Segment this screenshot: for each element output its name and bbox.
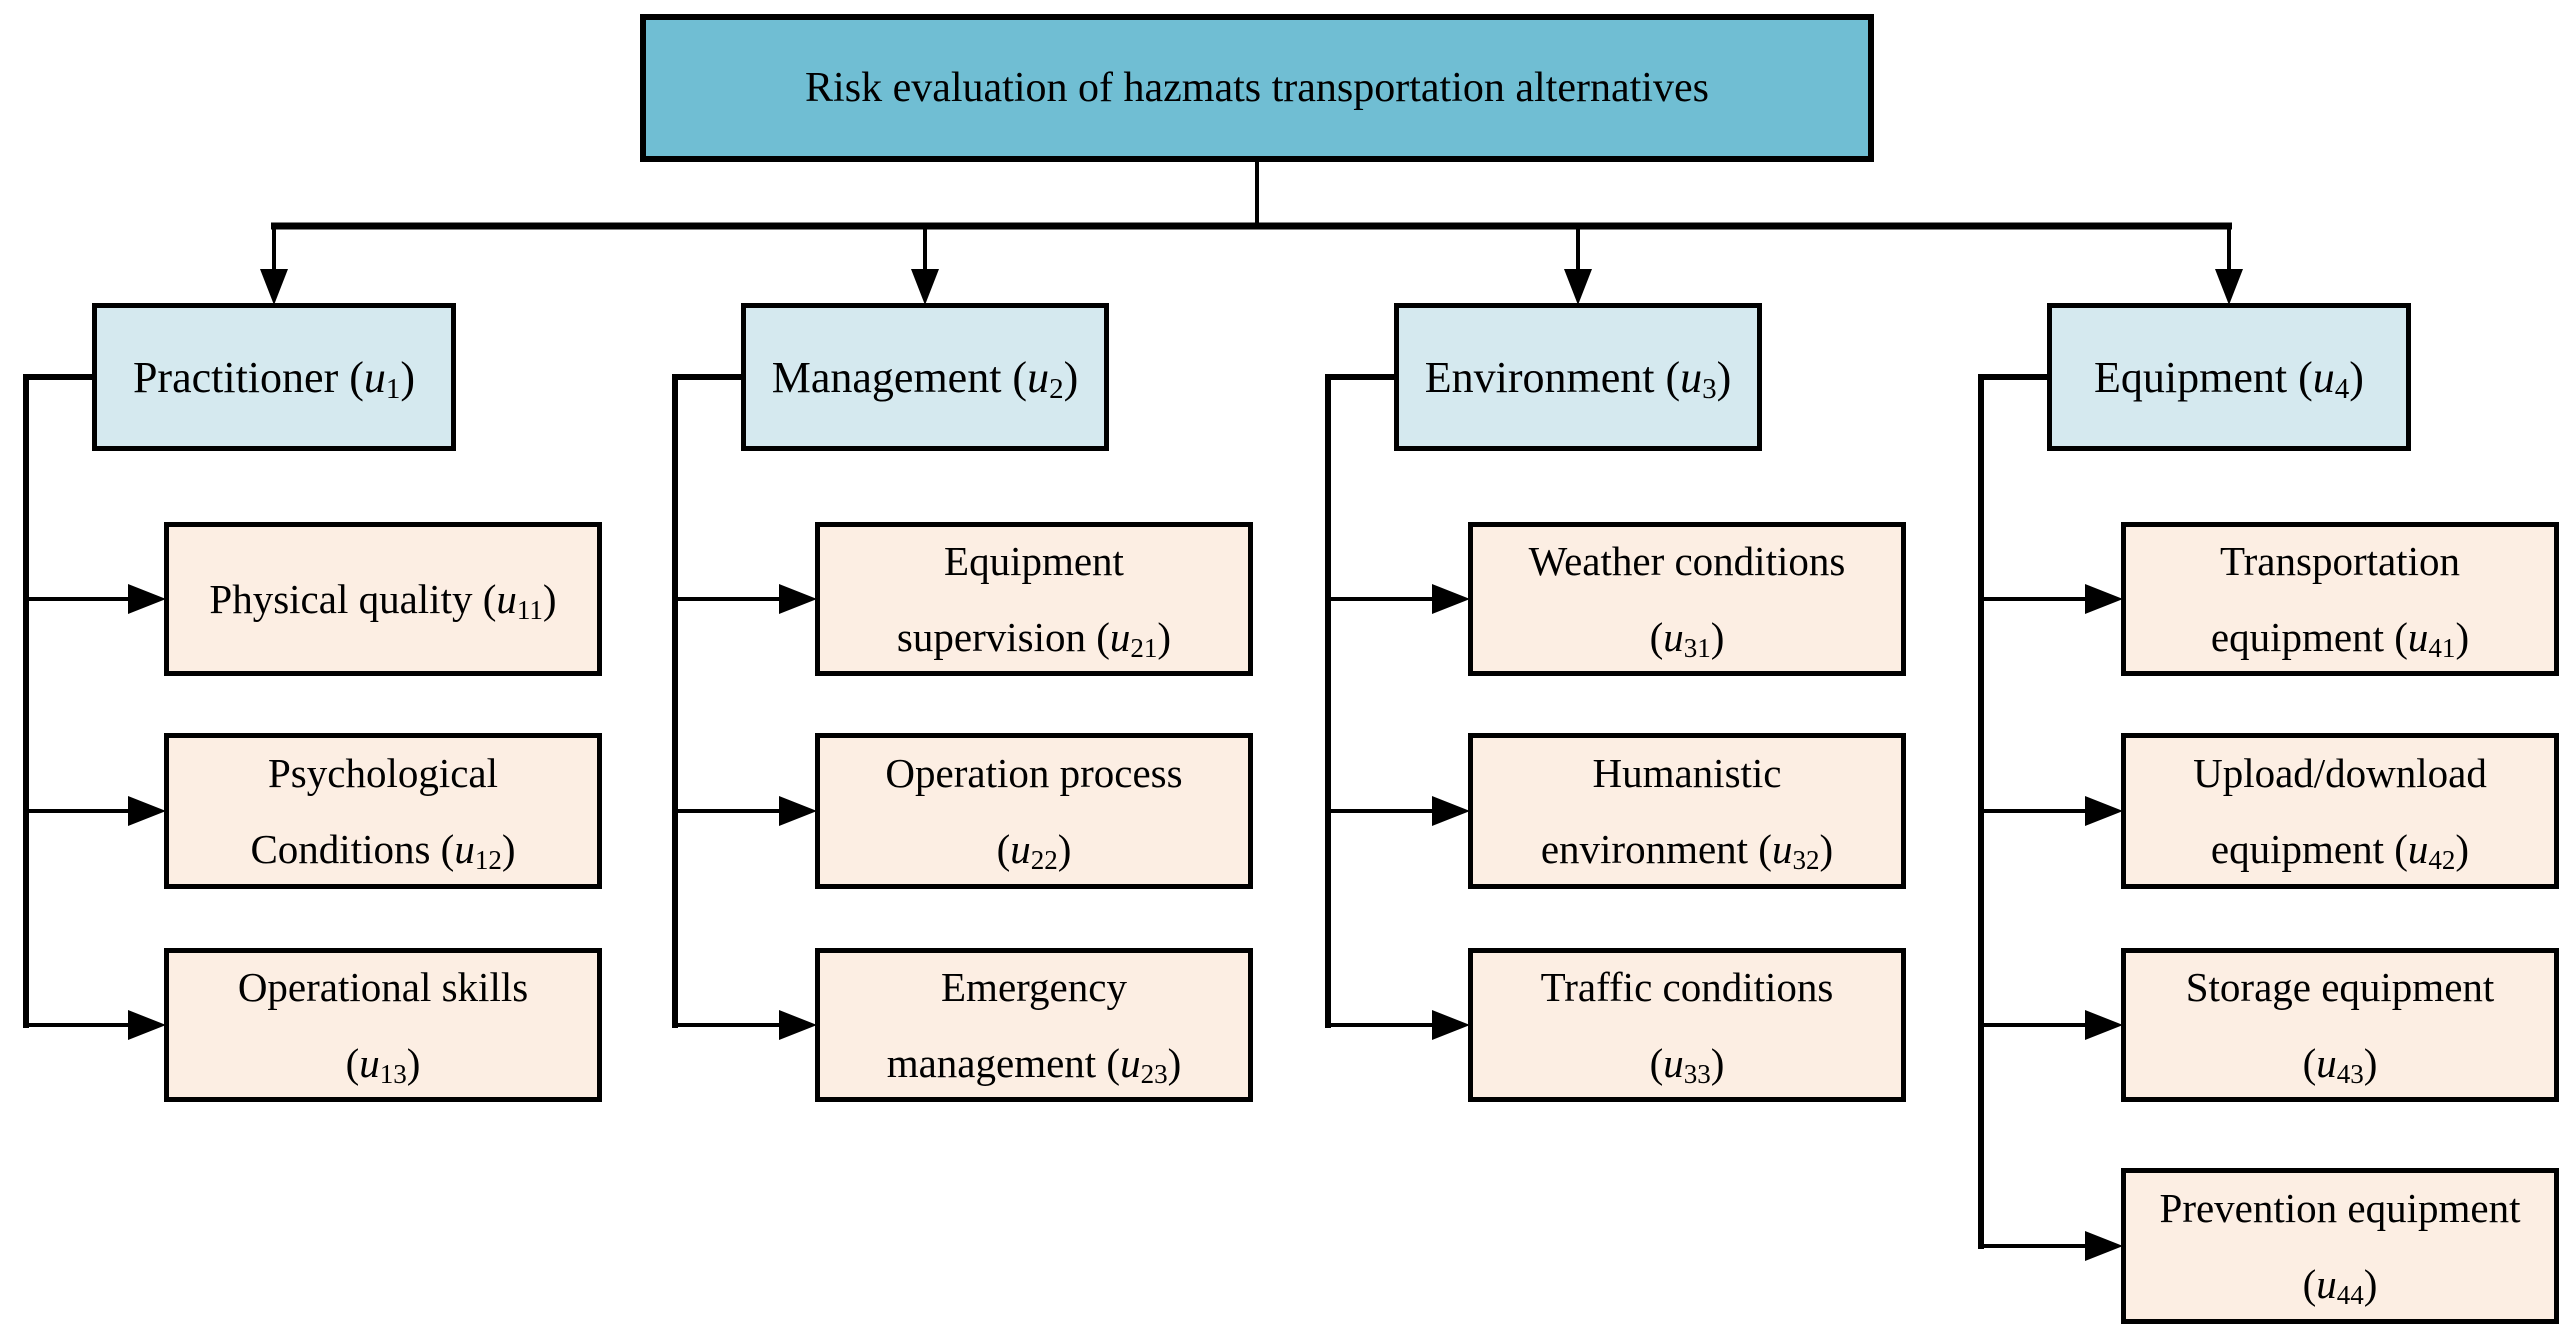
child-box-u11: Physical quality (u11) <box>164 522 602 676</box>
symbol-subscript: 31 <box>1683 632 1711 663</box>
symbol-subscript: 41 <box>2428 632 2456 663</box>
child-box-u31-label: Weather conditions(u31) <box>1528 538 1846 663</box>
root-box: Risk evaluation of hazmats transportatio… <box>640 14 1874 162</box>
child-box-u33: Traffic conditions(u33) <box>1468 948 1906 1102</box>
symbol-subscript: 44 <box>2336 1279 2364 1310</box>
symbol-subscript: 3 <box>1702 372 1717 405</box>
child-box-u43-label: Storage equipment(u43) <box>2185 964 2495 1089</box>
child-box-u22-label: Operation process(u22) <box>885 750 1183 875</box>
child-box-u44: Prevention equipment(u44) <box>2121 1168 2559 1324</box>
symbol-u: u <box>1010 826 1031 872</box>
root-box-label: Risk evaluation of hazmats transportatio… <box>805 65 1709 111</box>
branch-arrowhead-u13 <box>128 1010 166 1040</box>
child-box-u22: Operation process(u22) <box>815 733 1253 889</box>
symbol-u: u <box>1120 1040 1141 1086</box>
child-box-u11-label: Physical quality (u11) <box>209 576 557 625</box>
symbol-subscript: 42 <box>2428 844 2456 875</box>
symbol-u: u <box>1771 826 1793 872</box>
category-box-equipment: Equipment (u4) <box>2047 303 2411 451</box>
category-drop-arrowhead-3 <box>1564 269 1592 305</box>
symbol-subscript: 13 <box>379 1058 407 1089</box>
branch-arrowhead-u12 <box>128 796 166 826</box>
symbol-u: u <box>2407 614 2429 660</box>
category-box-management-label: Management (u2) <box>771 352 1079 405</box>
category-drop-arrowhead-1 <box>260 269 288 305</box>
symbol-subscript: 22 <box>1030 844 1058 875</box>
symbol-u: u <box>1680 352 1703 402</box>
symbol-subscript: 1 <box>385 372 401 405</box>
branch-arrowhead-u41 <box>2085 584 2123 614</box>
symbol-u: u <box>1663 1040 1684 1086</box>
symbol-subscript: 11 <box>516 594 543 625</box>
symbol-u: u <box>2316 1261 2337 1307</box>
category-box-environment-label: Environment (u3) <box>1424 352 1732 405</box>
child-box-u43: Storage equipment(u43) <box>2121 948 2559 1102</box>
symbol-subscript: 21 <box>1130 632 1158 663</box>
branch-arrowhead-u11 <box>128 584 166 614</box>
symbol-subscript: 33 <box>1683 1058 1711 1089</box>
branch-arrowhead-u43 <box>2085 1010 2123 1040</box>
symbol-subscript: 4 <box>2334 372 2350 405</box>
category-box-practitioner-label: Practitioner (u1) <box>132 352 416 405</box>
child-box-u31: Weather conditions(u31) <box>1468 522 1906 676</box>
child-box-u13-label: Operational skills(u13) <box>237 964 529 1089</box>
child-box-u44-label: Prevention equipment(u44) <box>2159 1185 2521 1310</box>
branch-arrowhead-u23 <box>779 1010 817 1040</box>
symbol-u: u <box>1027 352 1050 402</box>
symbol-u: u <box>2312 352 2335 402</box>
symbol-u: u <box>359 1040 380 1086</box>
branch-arrowhead-u31 <box>1432 584 1470 614</box>
symbol-u: u <box>2407 826 2429 872</box>
branch-arrowhead-u33 <box>1432 1010 1470 1040</box>
category-box-management: Management (u2) <box>741 303 1109 451</box>
category-drop-arrowhead-4 <box>2215 269 2243 305</box>
category-drop-arrowhead-2 <box>911 269 939 305</box>
category-box-equipment-label: Equipment (u4) <box>2094 352 2364 405</box>
symbol-u: u <box>363 352 386 402</box>
category-box-environment: Environment (u3) <box>1394 303 1762 451</box>
symbol-subscript: 23 <box>1140 1058 1168 1089</box>
symbol-u: u <box>1663 614 1684 660</box>
branch-arrowhead-u44 <box>2085 1231 2123 1261</box>
symbol-subscript: 32 <box>1792 844 1820 875</box>
symbol-u: u <box>454 826 475 872</box>
symbol-subscript: 2 <box>1049 372 1064 405</box>
symbol-subscript: 12 <box>474 844 502 875</box>
branch-arrowhead-u32 <box>1432 796 1470 826</box>
symbol-u: u <box>1109 614 1131 660</box>
child-box-u33-label: Traffic conditions(u33) <box>1540 964 1834 1089</box>
branch-arrowhead-u42 <box>2085 796 2123 826</box>
branch-arrowhead-u21 <box>779 584 817 614</box>
category-box-practitioner: Practitioner (u1) <box>92 303 456 451</box>
symbol-subscript: 43 <box>2336 1058 2364 1089</box>
symbol-u: u <box>496 576 517 622</box>
child-box-u13: Operational skills(u13) <box>164 948 602 1102</box>
symbol-u: u <box>2316 1040 2337 1086</box>
branch-arrowhead-u22 <box>779 796 817 826</box>
